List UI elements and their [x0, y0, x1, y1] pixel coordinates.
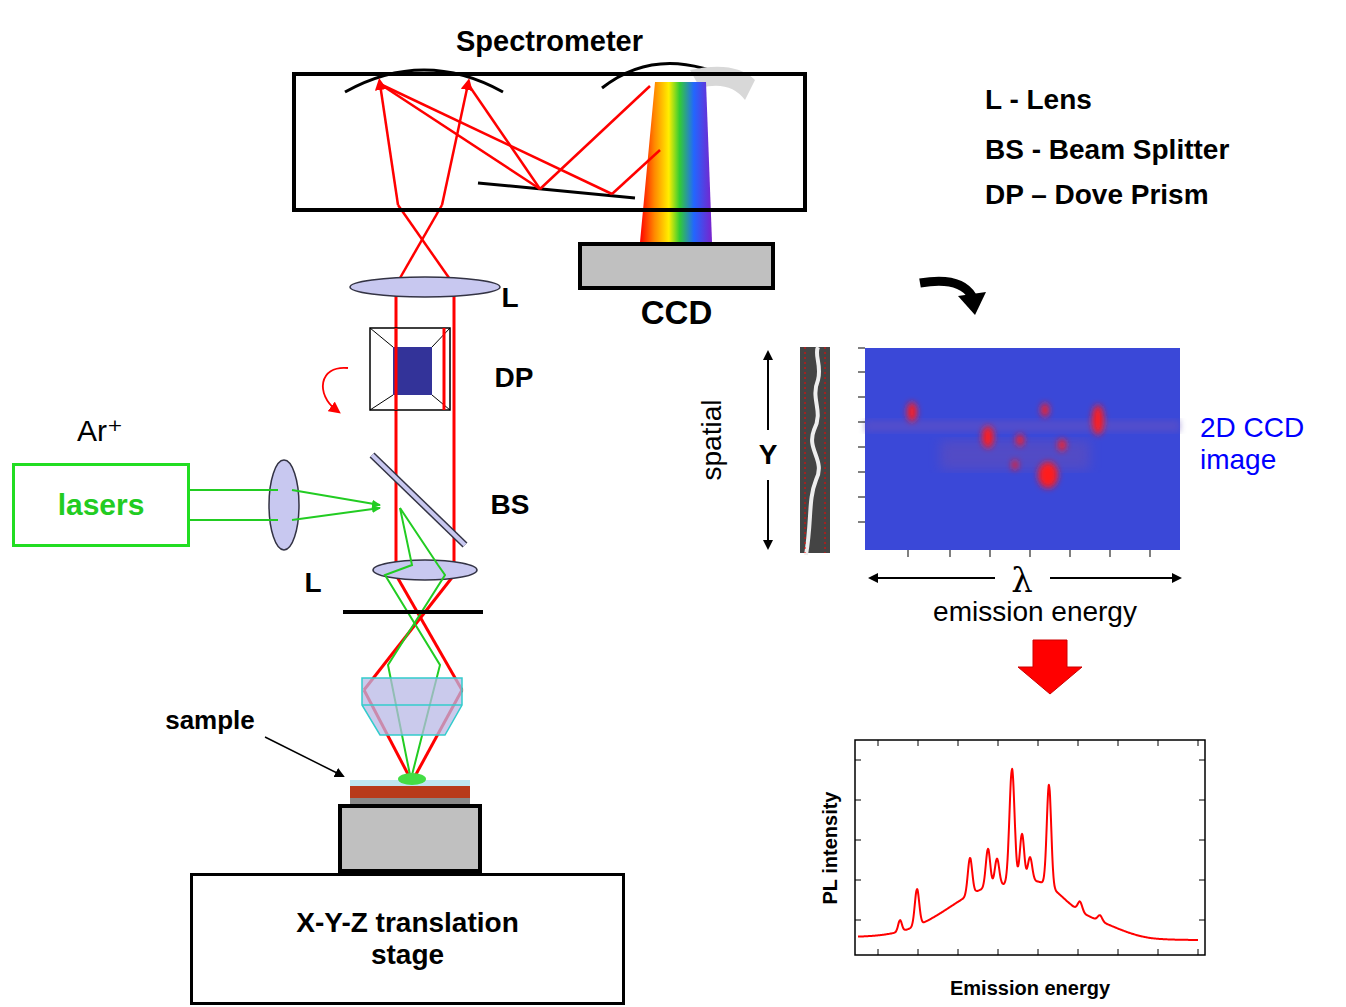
laser-name: Ar⁺ [77, 413, 123, 448]
part-name: L [304, 567, 321, 599]
axis-label: λ [1011, 560, 1033, 600]
node-label: Spectrometer [456, 25, 643, 58]
part-name: DP [495, 362, 534, 394]
sample-holder [340, 773, 480, 871]
part-name: BS [491, 489, 530, 521]
node-label: X-Y-Z translation stage [258, 907, 558, 971]
part-name: L [501, 282, 518, 314]
pl-plot [855, 740, 1205, 955]
key-entry: DP – Dove Prism [985, 179, 1209, 211]
node-label: lasers [58, 488, 145, 523]
lens [373, 560, 477, 580]
spatial-strip [800, 347, 830, 555]
curved-arrow [920, 281, 972, 296]
process-arrow [1018, 640, 1082, 694]
lens [350, 277, 500, 297]
ccd-image-frame: 2D CCD image [865, 348, 1180, 550]
ccd-box: CCD [578, 242, 775, 290]
dove-prism [323, 328, 450, 410]
node-label: 2D CCD image [1200, 412, 1346, 476]
beam-splitter [372, 455, 465, 545]
leader-line [265, 737, 343, 776]
axis-label: spatial [696, 400, 728, 481]
part-name: sample [165, 705, 255, 736]
axis-label: Y [759, 439, 778, 471]
ccd-image [858, 348, 1180, 557]
laser-box: lasers [12, 463, 190, 547]
stage-box: X-Y-Z translation stage [190, 873, 625, 1005]
key-entry: BS - Beam Splitter [985, 134, 1229, 166]
axis-label: Emission energy [950, 977, 1110, 1000]
objective [362, 678, 462, 735]
axis-label: emission energy [933, 596, 1137, 628]
lens [269, 460, 299, 550]
spectrometer-box: Spectrometer [292, 72, 807, 212]
key-entry: L - Lens [985, 84, 1092, 116]
aperture [343, 610, 483, 614]
axis-label: PL intensity [819, 792, 842, 905]
node-label: CCD [641, 294, 713, 332]
